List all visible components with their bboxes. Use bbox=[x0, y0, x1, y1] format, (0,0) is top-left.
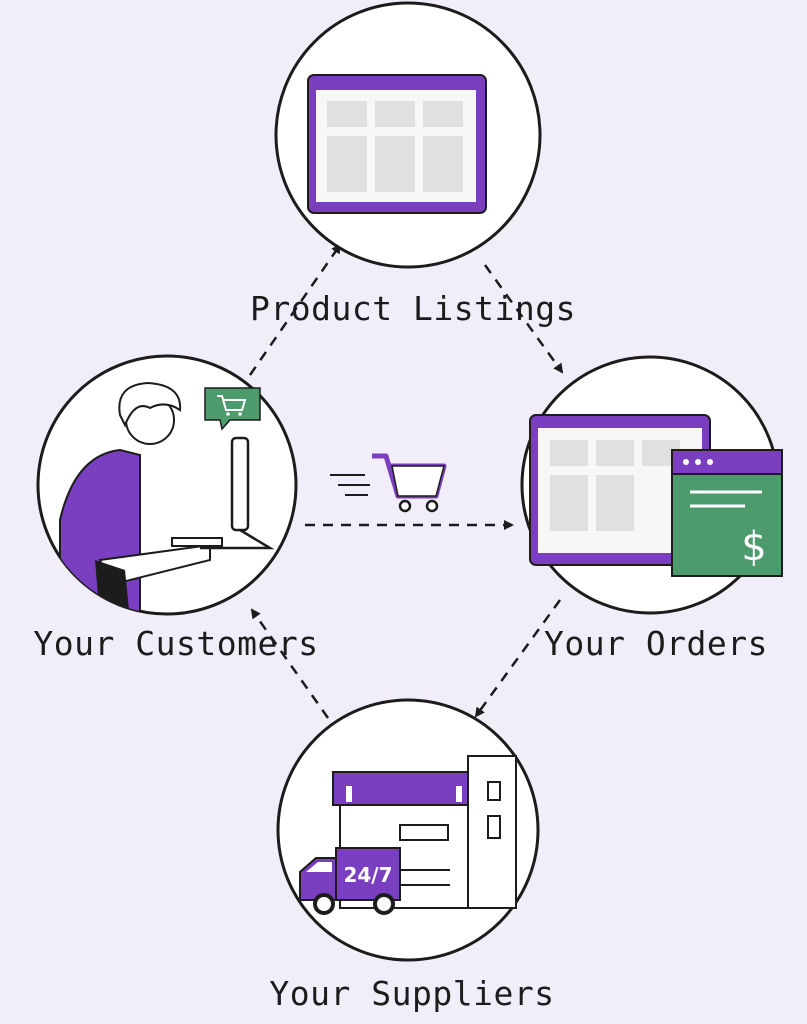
product-listings-label: Product Listings bbox=[250, 289, 576, 328]
customers-node bbox=[36, 354, 298, 616]
listing-grid-icon bbox=[307, 74, 487, 214]
customers-label: Your Customers bbox=[33, 624, 319, 663]
truck-24-7-text: 24/7 bbox=[343, 863, 392, 887]
person-at-computer-icon bbox=[59, 381, 275, 614]
invoice-icon: $ bbox=[671, 449, 783, 577]
arrow-listings-to-orders bbox=[483, 264, 564, 374]
arrow-suppliers-to-customers bbox=[250, 608, 330, 719]
orders-node: $ bbox=[520, 355, 783, 615]
suppliers-label: Your Suppliers bbox=[269, 974, 555, 1013]
shopping-cart-icon bbox=[330, 453, 447, 513]
dollar-sign: $ bbox=[741, 524, 766, 570]
orders-label: Your Orders bbox=[543, 624, 769, 663]
arrow-customers-to-listings bbox=[248, 243, 342, 376]
arrow-orders-to-suppliers bbox=[474, 599, 562, 718]
cart-speech-bubble-icon bbox=[204, 387, 261, 431]
delivery-truck-icon: 24/7 bbox=[299, 847, 401, 915]
product-listings-node bbox=[274, 1, 542, 269]
suppliers-node: 24/7 bbox=[276, 698, 540, 962]
